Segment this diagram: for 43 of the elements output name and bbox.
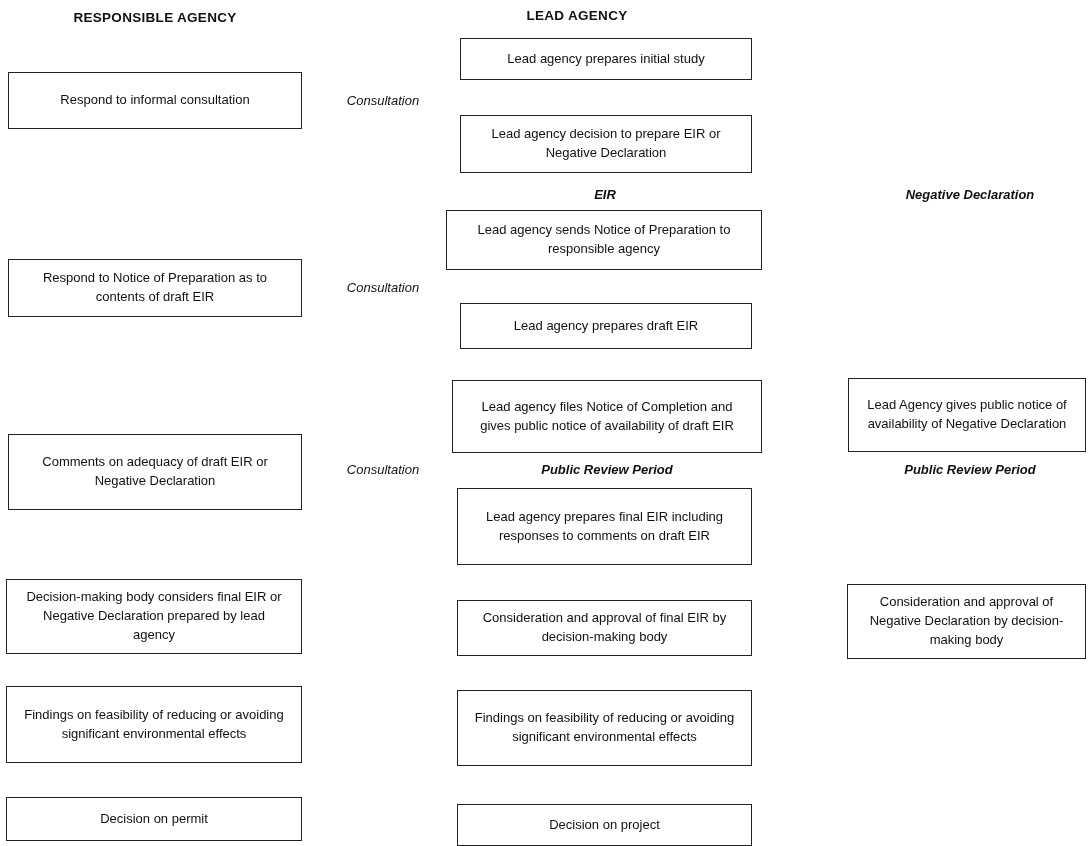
step-text: Findings on feasibility of reducing or avoiding significant environmental effects (473, 709, 736, 746)
process-box (446, 210, 762, 270)
step-text: Respond to informal consultation (60, 91, 250, 110)
process-box (6, 686, 302, 763)
consultation-label: Consultation (346, 280, 420, 295)
branch-label: EIR (594, 187, 616, 202)
step-text: Respond to Notice of Preparation as to contents of draft EIR (42, 269, 268, 306)
step-text: Decision on project (549, 815, 660, 834)
column-heading: LEAD AGENCY (526, 8, 628, 23)
period-label: Public Review Period (904, 462, 1036, 477)
step-text: Consideration and approval of final EIR by decision-making body (481, 609, 728, 646)
step-text: Consideration and approval of Negative Declaration by decision-making body (868, 593, 1065, 649)
process-box (6, 579, 302, 654)
process-box (460, 303, 752, 349)
step-text: Lead agency prepares draft EIR (513, 316, 699, 335)
process-box (848, 378, 1086, 452)
process-box (460, 38, 752, 80)
consultation-label: Consultation (346, 93, 420, 108)
step-text: Findings on feasibility of reducing or avoiding significant environmental effects (23, 705, 285, 743)
step-text: Lead agency decision to prepare EIR or Negative Declaration (490, 125, 722, 162)
process-box (6, 797, 302, 841)
process-box (457, 804, 752, 846)
period-label: Public Review Period (541, 462, 673, 477)
consultation-label: Consultation (346, 462, 420, 477)
process-box (460, 115, 752, 173)
process-box (457, 690, 752, 766)
step-text: Lead agency prepares final EIR including responses to comments on draft EIR (484, 507, 724, 545)
branch-label: Negative Declaration (905, 187, 1035, 202)
step-text: Lead agency sends Notice of Preparation to responsible agency (476, 221, 732, 258)
step-text: Lead agency prepares initial study (507, 49, 705, 68)
step-text: Lead Agency gives public notice of availability of Negative Declaration (866, 396, 1068, 433)
process-box (8, 72, 302, 129)
step-text: Comments on adequacy of draft EIR or Negative Declaration (41, 453, 269, 490)
step-text: Decision on permit (100, 809, 208, 828)
process-box (8, 259, 302, 317)
process-box (8, 434, 302, 510)
process-box (847, 584, 1086, 659)
step-text: Decision-making body considers final EIR or Negative Declaration prepared by lead agency (25, 588, 283, 644)
column-heading: RESPONSIBLE AGENCY (73, 10, 237, 25)
process-box (457, 488, 752, 565)
process-box (452, 380, 762, 453)
process-box (457, 600, 752, 656)
step-text: Lead agency files Notice of Completion and gives public notice of availability of draft EIR (479, 397, 735, 435)
